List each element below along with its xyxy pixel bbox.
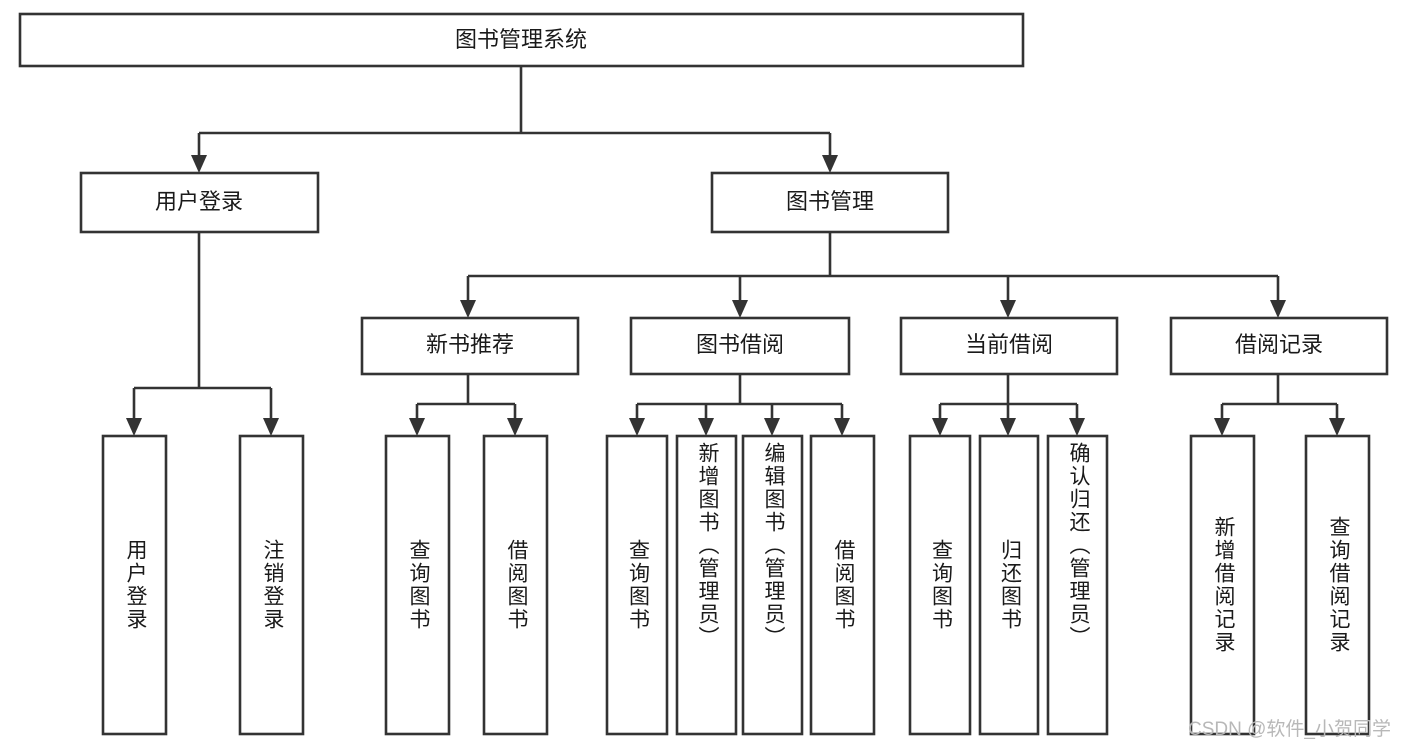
arrow-bm-to-new-book-recommend — [460, 300, 476, 318]
node-borrow-record-label: 借阅记录 — [1235, 332, 1323, 357]
leaf-box-add-book[interactable] — [675, 434, 738, 736]
node-borrow-record-box[interactable] — [1169, 316, 1389, 376]
node-new-book-recommend[interactable]: 新书推荐 — [360, 316, 580, 376]
node-new-book-recommend-box[interactable] — [360, 316, 580, 376]
node-current-borrow[interactable]: 当前借阅 — [899, 316, 1119, 376]
arrow-root-to-user-login — [191, 155, 207, 173]
node-current-borrow-box[interactable] — [899, 316, 1119, 376]
leaf-box-query-book-2[interactable] — [605, 434, 669, 736]
arrow-cb-leaf-2 — [1000, 418, 1016, 436]
arrow-br-leaf-2 — [1329, 418, 1345, 436]
leaf-box-user-logout[interactable] — [238, 434, 305, 736]
connector-group-current-borrow — [932, 374, 1085, 436]
connector-group-new-book-recommend — [409, 374, 523, 436]
arrow-user-login-leaf-1 — [126, 418, 142, 436]
node-user-login-box[interactable] — [79, 171, 320, 234]
arrow-br-leaf-1 — [1214, 418, 1230, 436]
arrow-bm-to-current-borrow — [1000, 300, 1016, 318]
node-root[interactable]: 图书管理系统 — [18, 12, 1025, 68]
leaf-box-query-book-3[interactable] — [908, 434, 972, 736]
node-root-box[interactable] — [18, 12, 1025, 68]
arrow-bb-leaf-4 — [834, 418, 850, 436]
arrow-bb-leaf-3 — [764, 418, 780, 436]
leaf-box-borrow-book-2[interactable] — [809, 434, 876, 736]
arrow-user-login-leaf-2 — [263, 418, 279, 436]
connector-group-user-login — [126, 232, 279, 436]
leaf-box-edit-book[interactable] — [741, 434, 804, 736]
node-book-borrow-label: 图书借阅 — [696, 332, 784, 357]
leaf-box-return-book[interactable] — [978, 434, 1040, 736]
connector-group-root — [191, 66, 838, 173]
leaf-box-borrow-book-1[interactable] — [482, 434, 549, 736]
node-current-borrow-label: 当前借阅 — [965, 332, 1053, 357]
leaf-box-query-book-1[interactable] — [384, 434, 451, 736]
arrow-cb-leaf-1 — [932, 418, 948, 436]
arrow-cb-leaf-3 — [1069, 418, 1085, 436]
arrow-bm-to-book-borrow — [732, 300, 748, 318]
node-new-book-recommend-label: 新书推荐 — [426, 332, 514, 357]
node-borrow-record[interactable]: 借阅记录 — [1169, 316, 1389, 376]
node-book-management-box[interactable] — [710, 171, 950, 234]
node-user-login-label: 用户登录 — [155, 189, 243, 214]
arrow-root-to-book-management — [822, 155, 838, 173]
connector-group-book-borrow — [629, 374, 850, 436]
node-book-management[interactable]: 图书管理 — [710, 171, 950, 234]
node-user-login[interactable]: 用户登录 — [79, 171, 320, 234]
arrow-bb-leaf-1 — [629, 418, 645, 436]
leaf-box-user-login[interactable] — [101, 434, 168, 736]
node-book-borrow[interactable]: 图书借阅 — [629, 316, 851, 376]
arrow-bb-leaf-2 — [698, 418, 714, 436]
node-root-label: 图书管理系统 — [455, 27, 587, 52]
connector-group-book-management — [460, 232, 1286, 318]
arrow-nbr-leaf-2 — [507, 418, 523, 436]
leaf-box-query-record[interactable] — [1304, 434, 1371, 736]
node-book-management-label: 图书管理 — [786, 189, 874, 214]
connector-group-borrow-record — [1214, 374, 1345, 436]
arrow-bm-to-borrow-record — [1270, 300, 1286, 318]
node-book-borrow-box[interactable] — [629, 316, 851, 376]
leaf-box-confirm-return[interactable] — [1046, 434, 1109, 736]
arrow-nbr-leaf-1 — [409, 418, 425, 436]
leaf-box-add-record[interactable] — [1189, 434, 1256, 736]
